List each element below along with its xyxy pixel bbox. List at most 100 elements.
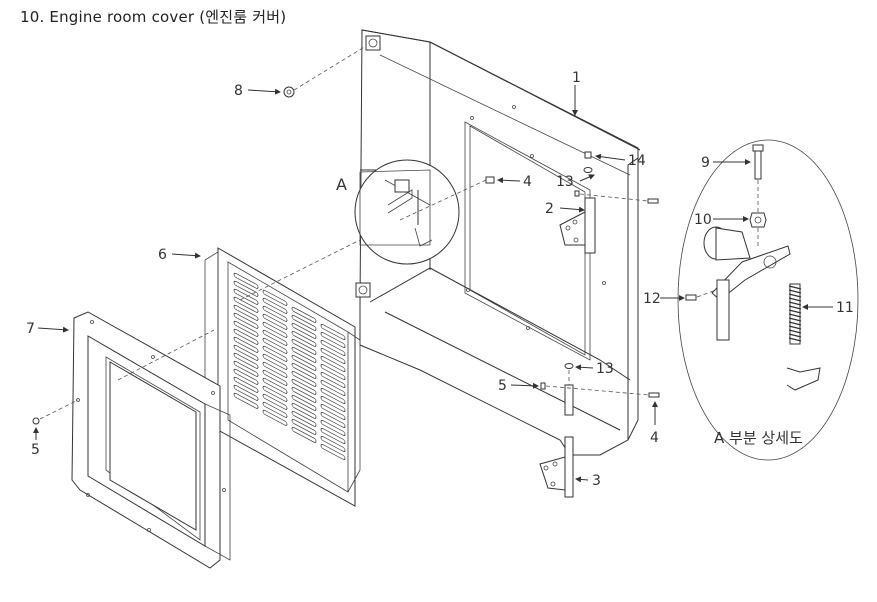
part-7-frame: [71, 311, 231, 569]
callout-8: 8: [234, 83, 243, 99]
part-1-cover-panel: [355, 29, 641, 456]
callout-leaders: [33, 85, 833, 483]
part-4-bolt-lower: [648, 392, 660, 398]
louver-slot: [262, 401, 288, 418]
spring-coil: [788, 317, 802, 322]
louver-slot: [320, 403, 346, 420]
part-13-washer-upper: [583, 167, 593, 173]
spring-coil: [788, 337, 802, 342]
louver-slot: [262, 297, 288, 314]
louver-slot: [233, 336, 259, 353]
louver-slot: [291, 394, 317, 411]
louver-slot: [233, 368, 259, 385]
louver-slot: [262, 289, 288, 306]
louver-slot: [320, 347, 346, 364]
grille-louver-slots: [233, 272, 346, 460]
spring-coil: [788, 297, 802, 302]
spring-coil: [788, 333, 802, 338]
louver-slot: [233, 296, 259, 313]
louver-slot: [320, 363, 346, 380]
louver-slot: [320, 387, 346, 404]
part-14-screw: [584, 151, 592, 159]
callout-12: 12: [643, 291, 661, 307]
louver-slot: [320, 339, 346, 356]
louver-slot: [262, 393, 288, 410]
part-6-grille: [204, 247, 361, 507]
spring-coil: [788, 329, 802, 334]
louver-slot: [233, 360, 259, 377]
callout-10: 10: [694, 212, 712, 228]
assembly-lines: [39, 45, 650, 420]
louver-slot: [320, 427, 346, 444]
louver-slot: [320, 419, 346, 436]
callout-3: 3: [592, 473, 601, 489]
part-8-grommet: [283, 86, 295, 98]
spring-coil: [788, 289, 802, 294]
louver-slot: [233, 280, 259, 297]
louver-slot: [320, 331, 346, 348]
louver-slot: [233, 344, 259, 361]
louver-slot: [233, 272, 259, 289]
louver-slot: [291, 354, 317, 371]
louver-slot: [291, 426, 317, 443]
callout-13-lower: 13: [596, 361, 614, 377]
louver-slot: [291, 330, 317, 347]
louver-slot: [262, 409, 288, 426]
spring-coil: [788, 301, 802, 306]
louver-slot: [320, 411, 346, 428]
louver-slot: [320, 323, 346, 340]
louver-slot: [320, 443, 346, 460]
louver-slot: [262, 337, 288, 354]
louver-slot: [262, 305, 288, 322]
louver-slot: [262, 321, 288, 338]
louver-slot: [291, 338, 317, 355]
callout-1: 1: [572, 70, 581, 86]
louver-slot: [291, 410, 317, 427]
spring-coil: [788, 321, 802, 326]
louver-slot: [291, 378, 317, 395]
louver-slot: [233, 376, 259, 393]
fasteners: [32, 86, 660, 425]
spring-coil: [788, 285, 802, 290]
louver-slot: [262, 353, 288, 370]
callout-13-upper: 13: [556, 174, 574, 190]
callout-5-lower: 5: [498, 378, 507, 394]
louver-slot: [291, 418, 317, 435]
louver-slot: [291, 322, 317, 339]
callout-11: 11: [836, 300, 854, 316]
louver-slot: [233, 328, 259, 345]
louver-slot: [320, 395, 346, 412]
louver-slot: [291, 402, 317, 419]
spring-coil: [788, 325, 802, 330]
louver-slot: [262, 377, 288, 394]
louver-slot: [233, 320, 259, 337]
spring-coil: [788, 309, 802, 314]
louver-slot: [291, 370, 317, 387]
spring-coils: [788, 285, 802, 342]
louver-slot: [291, 306, 317, 323]
louver-slot: [262, 385, 288, 402]
callout-4-lower: 4: [650, 430, 659, 446]
louver-slot: [233, 304, 259, 321]
callout-2: 2: [545, 201, 554, 217]
callout-9: 9: [701, 155, 710, 171]
spring-coil: [788, 305, 802, 310]
louver-slot: [320, 379, 346, 396]
louver-slot: [320, 371, 346, 388]
louver-slot: [262, 361, 288, 378]
diagram-title: 10. Engine room cover (엔진룸 커버): [20, 8, 287, 26]
detail-view-ellipse: [677, 139, 859, 461]
louver-slot: [291, 314, 317, 331]
callout-5-left: 5: [31, 442, 40, 458]
louver-slot: [233, 312, 259, 329]
louver-slot: [262, 329, 288, 346]
part-4-bolt-upper: [485, 176, 495, 184]
part-13-washer-lower: [564, 363, 574, 369]
louver-slot: [262, 345, 288, 362]
louver-slot: [291, 386, 317, 403]
louver-slot: [291, 346, 317, 363]
callout-7: 7: [26, 321, 35, 337]
detail-circle-a: [354, 159, 460, 265]
part-5-pin-lower: [540, 382, 546, 390]
